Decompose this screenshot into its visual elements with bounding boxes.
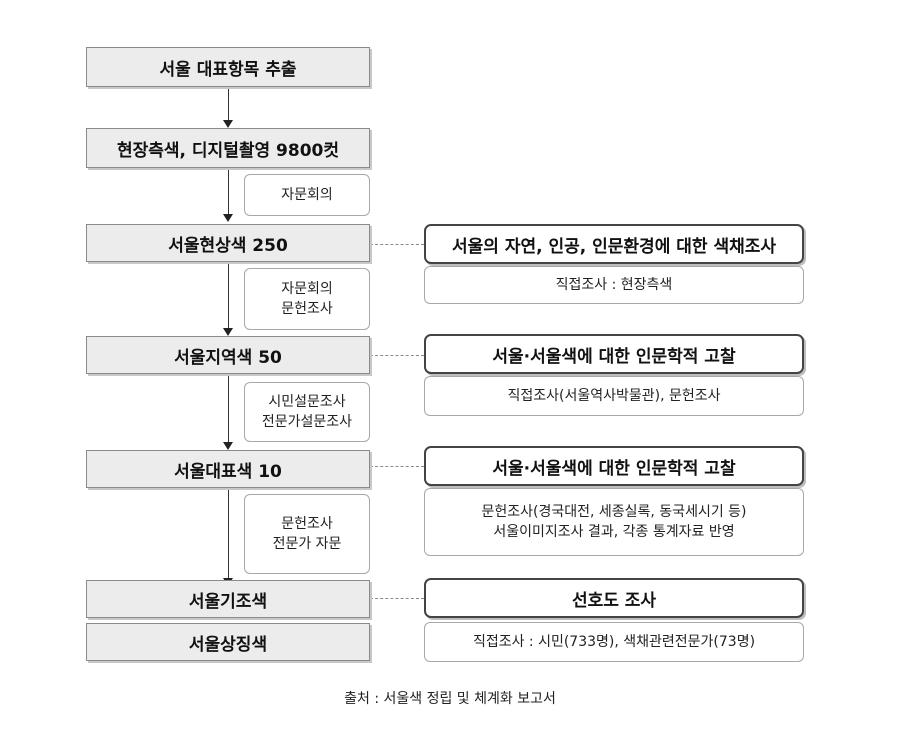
dashed-connector bbox=[370, 355, 424, 356]
method-label: 시민설문조사 전문가설문조사 bbox=[261, 393, 353, 430]
flow-line bbox=[228, 374, 229, 444]
flow-line bbox=[228, 168, 229, 216]
detail-box: 직접조사 : 현장측색 bbox=[424, 266, 804, 304]
stage-label: 서울상징색 bbox=[188, 634, 268, 655]
method-note: 자문회의 문헌조사 bbox=[244, 268, 370, 330]
stage-box: 서울상징색 bbox=[86, 623, 370, 661]
flow-arrow bbox=[223, 328, 233, 336]
flow-line bbox=[228, 262, 229, 330]
stage-box: 서울 대표항목 추출 bbox=[86, 47, 370, 87]
method-label: 문헌조사 전문가 자문 bbox=[272, 515, 342, 552]
stage-box: 서울대표색 10 bbox=[86, 450, 370, 488]
stage-label: 서울대표색 10 bbox=[174, 461, 282, 482]
dashed-connector bbox=[370, 598, 424, 599]
method-note: 시민설문조사 전문가설문조사 bbox=[244, 382, 370, 442]
stage-label: 서울기조색 bbox=[188, 591, 268, 612]
method-label: 자문회의 문헌조사 bbox=[281, 280, 333, 317]
method-note: 문헌조사 전문가 자문 bbox=[244, 494, 370, 574]
detail-box: 직접조사(서울역사박물관), 문헌조사 bbox=[424, 376, 804, 416]
detail-box: 직접조사 : 시민(733명), 색채관련전문가(73명) bbox=[424, 622, 804, 662]
detail-label: 직접조사 : 시민(733명), 색채관련전문가(73명) bbox=[472, 633, 756, 650]
detail-box: 문헌조사(경국대전, 세종실록, 동국세시기 등) 서울이미지조사 결과, 각종… bbox=[424, 488, 804, 556]
method-note: 자문회의 bbox=[244, 174, 370, 216]
stage-label: 현장측색, 디지털촬영 9800컷 bbox=[116, 140, 339, 161]
dashed-connector bbox=[370, 244, 424, 245]
dashed-connector bbox=[370, 466, 424, 467]
topic-label: 선호도 조사 bbox=[571, 590, 657, 611]
stage-box: 서울지역색 50 bbox=[86, 336, 370, 374]
detail-label: 직접조사(서울역사박물관), 문헌조사 bbox=[507, 387, 721, 404]
method-label: 자문회의 bbox=[281, 186, 333, 203]
flow-arrow bbox=[223, 442, 233, 450]
source-caption: 출처 : 서울색 정립 및 체계화 보고서 bbox=[344, 691, 556, 707]
stage-box: 서울기조색 bbox=[86, 580, 370, 618]
stage-box: 서울현상색 250 bbox=[86, 224, 370, 262]
detail-label: 직접조사 : 현장측색 bbox=[555, 276, 673, 293]
stage-label: 서울현상색 250 bbox=[168, 235, 288, 256]
stage-label: 서울지역색 50 bbox=[174, 347, 282, 368]
topic-label: 서울·서울색에 대한 인문학적 고찰 bbox=[492, 346, 736, 367]
topic-box: 선호도 조사 bbox=[424, 578, 804, 618]
topic-label: 서울·서울색에 대한 인문학적 고찰 bbox=[492, 458, 736, 479]
stage-box: 현장측색, 디지털촬영 9800컷 bbox=[86, 128, 370, 168]
flow-arrow bbox=[223, 120, 233, 128]
flow-arrow bbox=[223, 214, 233, 222]
topic-box: 서울의 자연, 인공, 인문환경에 대한 색채조사 bbox=[424, 224, 804, 264]
topic-label: 서울의 자연, 인공, 인문환경에 대한 색채조사 bbox=[451, 236, 777, 257]
stage-label: 서울 대표항목 추출 bbox=[159, 59, 297, 80]
flow-line bbox=[228, 87, 229, 123]
flow-line bbox=[228, 488, 229, 580]
topic-box: 서울·서울색에 대한 인문학적 고찰 bbox=[424, 446, 804, 486]
topic-box: 서울·서울색에 대한 인문학적 고찰 bbox=[424, 334, 804, 374]
detail-label: 문헌조사(경국대전, 세종실록, 동국세시기 등) 서울이미지조사 결과, 각종… bbox=[481, 503, 747, 540]
